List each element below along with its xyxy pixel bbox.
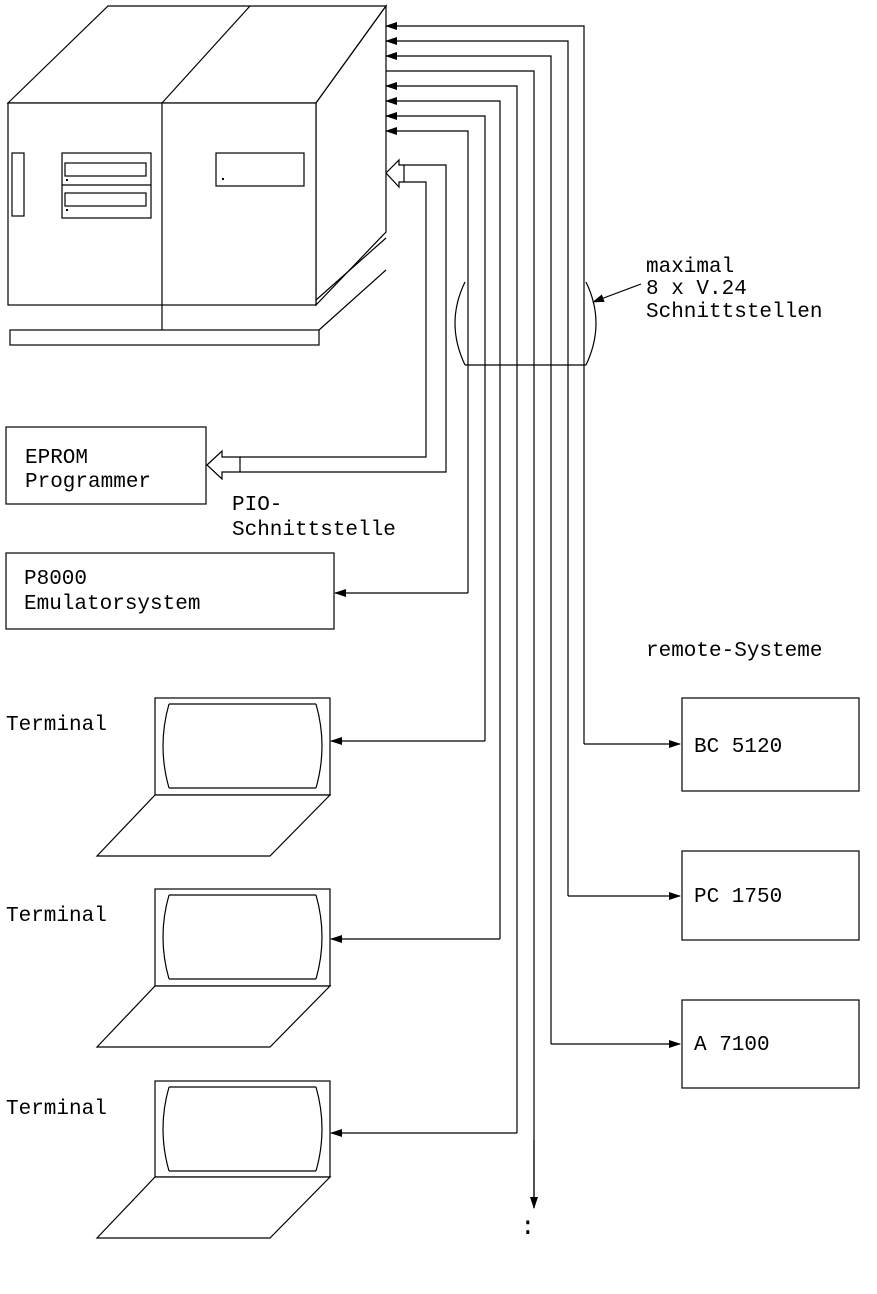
remote-systems-title: remote-Systeme: [646, 640, 822, 663]
pio-label-line2: Schnittstelle: [232, 519, 396, 542]
serial-connections: [330, 22, 681, 1209]
eprom-label-line2: Programmer: [25, 471, 151, 494]
main-computer-cabinet: [6, 4, 388, 346]
terminal-3-label: Terminal: [6, 1098, 107, 1121]
remote-bc5120-label: BC 5120: [694, 736, 782, 759]
remote-pc1750-label: PC 1750: [694, 886, 782, 909]
terminal-2-label: Terminal: [6, 905, 107, 928]
floppy-drive-unit: [61, 152, 152, 219]
terminal-2: Terminal: [6, 888, 332, 1048]
cable-bundle-marker: [454, 281, 642, 366]
interfaces-label-line2: 8 x V.24: [646, 278, 747, 301]
remote-bc5120-box: BC 5120: [681, 697, 860, 792]
terminal-1: Terminal: [6, 697, 332, 857]
eprom-label-line1: EPROM: [25, 447, 88, 470]
eprom-programmer-box: EPROM Programmer: [5, 426, 207, 505]
p8000-label-line2: Emulatorsystem: [24, 593, 200, 616]
terminal-1-label: Terminal: [6, 714, 107, 737]
interfaces-label-line3: Schnittstellen: [646, 301, 822, 324]
pio-connection: [206, 158, 447, 481]
interfaces-label-line1: maximal: [646, 256, 734, 279]
terminal-3: Terminal: [6, 1080, 332, 1239]
remote-a7100-box: A 7100: [681, 999, 860, 1089]
p8000-emulator-box: P8000 Emulatorsystem: [5, 552, 335, 630]
continuation-ellipsis: :: [520, 1212, 536, 1242]
p8000-label-line1: P8000: [24, 568, 87, 591]
remote-pc1750-box: PC 1750: [681, 850, 860, 941]
pio-label-line1: PIO-: [232, 494, 282, 517]
remote-a7100-label: A 7100: [694, 1034, 770, 1057]
